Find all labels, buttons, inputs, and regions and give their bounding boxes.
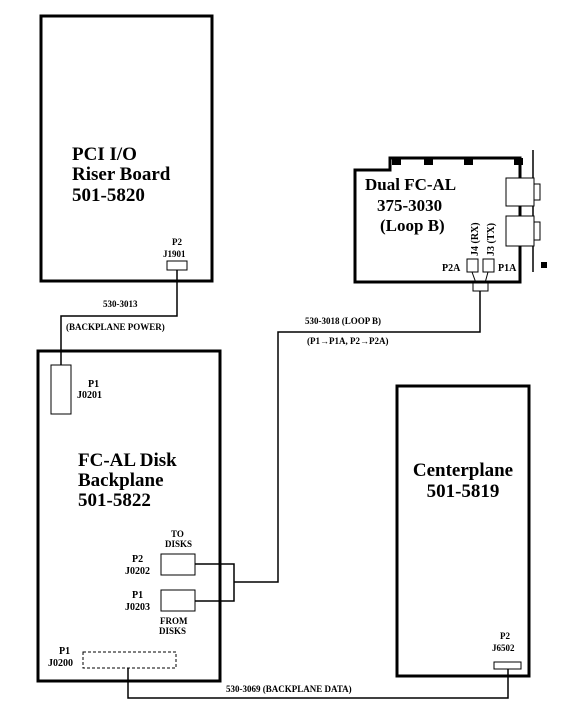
to-disks-label-2: DISKS (165, 539, 192, 549)
loop-b-lead-tx (484, 271, 489, 284)
loop-b-plug (472, 282, 489, 292)
j1901-plug-label: P2 (172, 237, 182, 247)
fcal-port-upper-tab (533, 183, 541, 201)
cable-backplane-power: 530-3013 (BACKPLANE POWER) (60, 270, 178, 365)
fcal-port-lower-tab (533, 221, 541, 241)
j0202-plug-label: P2 (132, 554, 143, 565)
j0203-connector (160, 589, 196, 612)
j0202-jack-label: J0202 (125, 566, 150, 577)
from-disks-label-1: FROM (160, 616, 188, 626)
fcal-disk-backplane: P1 J0201 FC-AL Disk Backplane 501-5822 T… (36, 349, 222, 683)
dual-fcal-card: Dual FC-AL 375-3030 (Loop B) J4 (RX) J3 … (353, 150, 547, 284)
j6502-jack-label: J6502 (492, 643, 515, 653)
loop-b-lead-rx (471, 271, 477, 284)
cable-backplane-data: 530-3069 (BACKPLANE DATA) (127, 668, 509, 699)
j1901-jack-label: J1901 (163, 249, 186, 259)
centerplane-title: Centerplane (413, 460, 513, 481)
j3-tx-label: J3 (TX) (486, 223, 497, 256)
j0201-connector (50, 364, 72, 415)
backplane-outline (36, 349, 222, 683)
centerplane-part-number: 501-5819 (427, 481, 500, 502)
fcal-card-loop: (Loop B) (380, 216, 445, 235)
j0200-connector (82, 651, 177, 669)
power-cable-part-number: 530-3013 (103, 299, 138, 309)
fcal-notch-3 (464, 158, 473, 165)
to-disks-label-1: TO (171, 529, 184, 539)
riser-board-outline (39, 14, 214, 283)
j4-connector (466, 258, 479, 273)
cable-loop-b: 530-3018 (LOOP B) (P1→P1A, P2→P2A) (195, 271, 489, 602)
j0201-plug-label: P1 (88, 379, 99, 390)
fcal-notch-1 (392, 158, 401, 165)
p2a-label: P2A (442, 263, 461, 274)
fcal-notch-4 (514, 158, 523, 165)
data-cable-label: 530-3069 (BACKPLANE DATA) (226, 684, 352, 694)
data-cable-line (127, 668, 509, 699)
fcal-card-part-number: 375-3030 (377, 196, 442, 215)
loop-b-part-number: 530-3018 (LOOP B) (305, 316, 381, 326)
j0203-jack-label: J0203 (125, 602, 150, 613)
fcal-card-outline (353, 156, 522, 284)
j6502-plug-label: P2 (500, 631, 510, 641)
backplane-part-number: 501-5822 (78, 490, 151, 511)
centerplane-outline (395, 384, 531, 678)
p1a-label: P1A (498, 263, 517, 274)
backplane-subtitle: Backplane (78, 470, 164, 491)
j0203-plug-label: P1 (132, 590, 143, 601)
loop-b-cable-line (234, 291, 481, 583)
fcal-led (541, 262, 547, 268)
j0200-jack-label: J0200 (48, 658, 73, 669)
riser-board-subtitle: Riser Board (72, 164, 171, 185)
fcal-card-title: Dual FC-AL (365, 175, 456, 194)
fcal-notch-2 (424, 158, 433, 165)
loop-b-mapping: (P1→P1A, P2→P2A) (307, 336, 388, 346)
fcal-port-upper (505, 177, 535, 207)
power-cable-description: (BACKPLANE POWER) (66, 322, 165, 332)
fcal-port-lower (505, 215, 535, 247)
from-disks-label-2: DISKS (159, 626, 186, 636)
j1901-connector (166, 260, 188, 271)
centerplane: Centerplane 501-5819 P2 J6502 (395, 384, 531, 678)
backplane-title: FC-AL Disk (78, 450, 177, 471)
j4-rx-label: J4 (RX) (470, 222, 481, 256)
j3-connector (482, 258, 495, 273)
power-cable-line (60, 270, 178, 365)
j0202-connector (160, 553, 196, 576)
j0201-jack-label: J0201 (77, 390, 102, 401)
riser-board-title: PCI I/O (72, 144, 137, 165)
j0200-plug-label: P1 (59, 646, 70, 657)
loop-b-split (195, 563, 235, 602)
riser-board-part-number: 501-5820 (72, 185, 145, 206)
pci-io-riser-board: PCI I/O Riser Board 501-5820 P2 J1901 (39, 14, 214, 283)
j6502-connector (493, 661, 522, 670)
